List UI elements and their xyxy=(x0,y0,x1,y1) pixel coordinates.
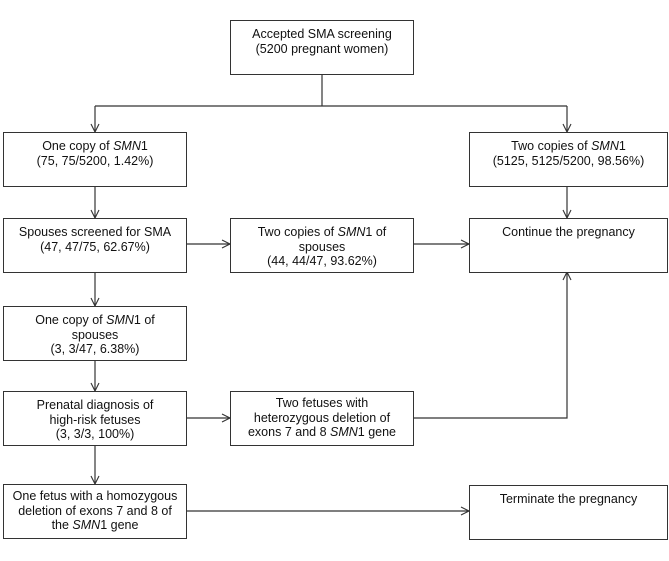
text: spouses xyxy=(71,327,119,342)
text: Two copies of SMN1 xyxy=(511,139,626,153)
text: Spouses screened for SMA xyxy=(18,225,172,239)
text: Terminate the pregnancy xyxy=(499,492,638,506)
text: Two copies of SMN1 of xyxy=(257,225,387,239)
box-prenatal-diagnosis: Prenatal diagnosis of high-risk fetuses … xyxy=(3,391,187,446)
text: exons 7 and 8 SMN1 gene xyxy=(247,425,397,439)
text: Continue the pregnancy xyxy=(502,225,635,239)
text: the SMN1 gene xyxy=(51,518,139,532)
text: One copy of SMN1 of xyxy=(35,313,155,327)
text: (47, 47/75, 62.67%) xyxy=(40,239,150,254)
box-homozygous: One fetus with a homozygous deletion of … xyxy=(3,484,187,539)
box-spouse-two-copies: Two copies of SMN1 of spouses (44, 44/47… xyxy=(230,218,414,273)
text: (5200 pregnant women) xyxy=(255,41,389,56)
text: Accepted SMA screening xyxy=(252,27,392,41)
text: One copy of SMN1 xyxy=(42,139,148,153)
text: Prenatal diagnosis of xyxy=(36,398,154,412)
text: deletion of exons 7 and 8 of xyxy=(18,503,172,518)
text: high-risk fetuses xyxy=(49,412,141,427)
text: (3, 3/47, 6.38%) xyxy=(50,342,140,356)
box-spouses-screened: Spouses screened for SMA (47, 47/75, 62.… xyxy=(3,218,187,273)
box-two-copies: Two copies of SMN1 (5125, 5125/5200, 98.… xyxy=(469,132,668,187)
text: One fetus with a homozygous xyxy=(12,489,178,503)
box-heterozygous: Two fetuses with heterozygous deletion o… xyxy=(230,391,414,446)
text: (3, 3/3, 100%) xyxy=(55,427,135,441)
text: (44, 44/47, 93.62%) xyxy=(267,254,377,268)
arrow-heterozygous-continue xyxy=(414,272,567,419)
box-terminate-pregnancy: Terminate the pregnancy xyxy=(469,485,668,540)
text: (5125, 5125/5200, 98.56%) xyxy=(492,153,645,168)
connector-start-split xyxy=(95,74,567,107)
text: heterozygous deletion of xyxy=(253,410,391,425)
text: Two fetuses with xyxy=(275,396,369,410)
text: (75, 75/5200, 1.42%) xyxy=(36,153,154,168)
box-one-copy: One copy of SMN1 (75, 75/5200, 1.42%) xyxy=(3,132,187,187)
box-accepted-screening: Accepted SMA screening (5200 pregnant wo… xyxy=(230,20,414,75)
text: spouses xyxy=(298,239,346,254)
box-spouse-one-copy: One copy of SMN1 of spouses (3, 3/47, 6.… xyxy=(3,306,187,361)
box-continue-pregnancy: Continue the pregnancy xyxy=(469,218,668,273)
